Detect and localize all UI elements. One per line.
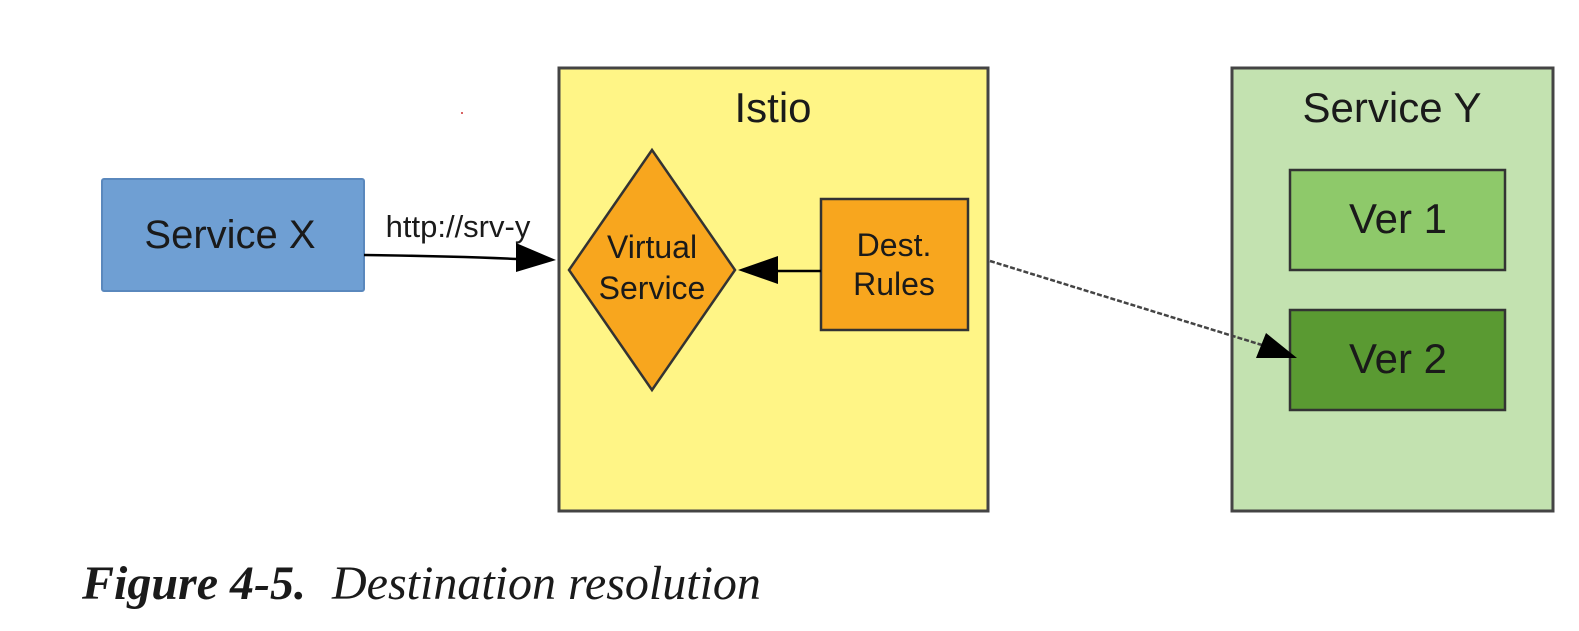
arrow-dest-rules-to-virtual-service	[738, 256, 821, 284]
virtual-service-label-line2: Service	[599, 270, 706, 306]
virtual-service-diamond	[567, 147, 737, 393]
service-x-node: Service X	[101, 178, 365, 292]
figure-caption-label: Figure 4-5.	[82, 557, 307, 610]
ver2-box	[1288, 308, 1507, 412]
service-y-title: Service Y	[1303, 84, 1482, 131]
service-y-box	[1230, 66, 1555, 513]
arrow-service-x-to-virtual-service	[363, 243, 556, 272]
edge-label-http: http://srv-y	[386, 209, 531, 244]
figure-caption-text: Destination resolution	[332, 557, 761, 610]
ver2-label: Ver 2	[1349, 335, 1447, 382]
artifact-dot	[461, 112, 463, 114]
figure-caption: Figure 4-5. Destination resolution	[82, 556, 761, 611]
virtual-service-label-line1: Virtual	[607, 229, 697, 265]
ver1-node: Ver 1	[1288, 168, 1507, 272]
ver2-node: Ver 2	[1288, 308, 1507, 412]
service-y-container: Service Y	[1230, 66, 1555, 513]
arrow-istio-to-ver2	[989, 259, 1297, 358]
ver1-box	[1288, 168, 1507, 272]
dest-rules-box	[819, 197, 970, 332]
virtual-service-node: Virtual Service	[567, 147, 737, 393]
ver1-label: Ver 1	[1349, 195, 1447, 242]
dest-rules-label-line1: Dest.	[857, 227, 932, 263]
service-x-label: Service X	[144, 213, 315, 257]
dest-rules-node: Dest. Rules	[819, 197, 970, 332]
service-x-box	[101, 178, 365, 292]
istio-title: Istio	[734, 84, 811, 131]
dest-rules-label-line2: Rules	[853, 266, 935, 302]
